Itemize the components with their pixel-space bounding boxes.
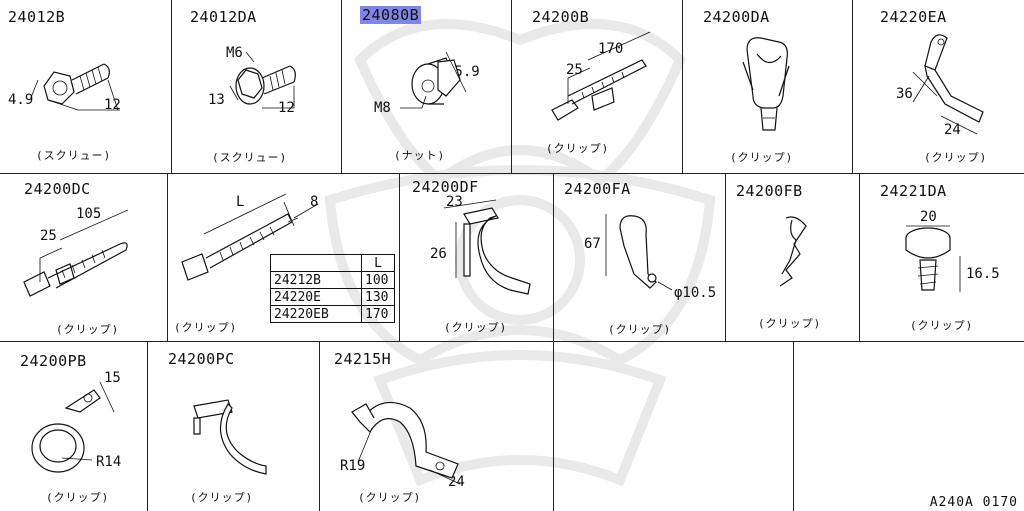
screw-drawing [29, 63, 120, 111]
tie-strap-drawing [181, 193, 319, 281]
part-cell-24221DA[interactable] [860, 174, 1024, 342]
dimension-label: L [236, 194, 245, 210]
part-caption: (クリップ) [910, 319, 974, 332]
part-cell-24200B[interactable] [512, 0, 683, 174]
band-clip-drawing [551, 31, 651, 121]
part-number: 24012DA [190, 8, 257, 26]
saddle-clamp-drawing [351, 401, 461, 485]
dimension-label: 16.5 [966, 266, 1000, 282]
pipe-clip-drawing [193, 399, 267, 475]
part-cell-24200DC[interactable] [0, 174, 168, 342]
dimension-label: 26 [430, 246, 447, 262]
part-number: 24200DA [703, 8, 770, 26]
part-number: 24200DF [412, 178, 479, 196]
holder-clip-drawing [443, 199, 531, 295]
dimension-label: 25 [566, 62, 583, 78]
part-number: 24220EA [880, 8, 947, 26]
table-cell: 130 [361, 288, 395, 306]
dimension-label: M8 [374, 100, 391, 116]
dimension-label: 25 [40, 228, 57, 244]
snap-clip-drawing [742, 37, 790, 131]
part-cell-24012DA[interactable] [172, 0, 342, 174]
part-number: 24215H [334, 350, 392, 368]
part-cell-24220EA[interactable] [853, 0, 1024, 174]
part-caption: (クリップ) [758, 317, 822, 330]
diagram-reference-code: A240A 0170 [929, 495, 1018, 510]
table-row: 24220E 130 [270, 288, 395, 306]
wire-clip-drawing [779, 216, 807, 287]
part-cell-tie-strap[interactable] [168, 174, 400, 342]
part-caption: (スクリュー) [36, 149, 112, 162]
dimension-label: 24 [944, 122, 961, 138]
part-caption: (ナット) [394, 149, 446, 162]
part-caption: (クリップ) [190, 491, 254, 504]
dimension-label: 36 [896, 86, 913, 102]
part-number: 24200B [532, 8, 590, 26]
table-cell: 24220EB [270, 305, 362, 323]
part-cell-24200PC[interactable] [148, 342, 320, 511]
part-caption: (クリップ) [924, 151, 988, 164]
part-number: 24200DC [24, 180, 91, 198]
part-caption: (クリップ) [608, 323, 672, 336]
part-cell-24200FA[interactable] [554, 174, 726, 342]
part-cell-24200DF[interactable] [400, 174, 554, 342]
part-caption: (クリップ) [444, 321, 508, 334]
dimension-label: R19 [340, 458, 366, 474]
strap-clip-drawing [23, 209, 129, 297]
dimension-label: 4.9 [8, 92, 34, 108]
part-number: 24221DA [880, 182, 947, 200]
dimension-label: M6 [226, 45, 243, 61]
part-caption: (クリップ) [546, 142, 610, 155]
part-cell-24200PB[interactable] [0, 342, 148, 511]
empty-cell [794, 342, 1024, 511]
part-caption: (クリップ) [730, 151, 794, 164]
table-header-row: L [270, 254, 395, 272]
part-cell-24215H[interactable] [320, 342, 554, 511]
part-number: 24200PB [20, 352, 87, 370]
band-clamp-drawing [31, 381, 115, 473]
part-caption: (クリップ) [174, 321, 238, 334]
table-row: 24220EB 170 [270, 305, 395, 323]
nut-drawing [400, 51, 467, 109]
table-cell: 170 [361, 305, 395, 323]
part-number: 24200FA [564, 180, 631, 198]
length-table: L 24212B 100 24220E 130 24220EB 170 [270, 254, 395, 323]
dimension-label: 13 [208, 92, 225, 108]
part-cell-24080B[interactable] [342, 0, 512, 174]
part-cell-24200DA[interactable] [683, 0, 853, 174]
part-caption: (クリップ) [56, 323, 120, 336]
bracket-drawing [912, 34, 984, 135]
dimension-label: R14 [96, 454, 122, 470]
p-clip-drawing [605, 214, 673, 291]
part-caption: (クリップ) [46, 491, 110, 504]
dimension-label: 8 [310, 194, 319, 210]
dimension-label: 67 [584, 236, 601, 252]
part-caption: (クリップ) [358, 491, 422, 504]
part-number: 24200FB [736, 182, 803, 200]
part-caption: (スクリュー) [212, 151, 288, 164]
dimension-label: 20 [920, 209, 937, 225]
dimension-label: φ10.5 [674, 285, 717, 301]
part-number-highlighted[interactable]: 24080B [360, 6, 422, 24]
dimension-label: 15 [104, 370, 121, 386]
empty-cell [554, 342, 794, 511]
dimension-label: 12 [104, 97, 121, 113]
part-cell-24012B[interactable] [0, 0, 172, 174]
dimension-label: 105 [76, 206, 102, 222]
part-cell-24200FB[interactable] [726, 174, 860, 342]
push-pin-drawing [905, 225, 961, 292]
part-number: 24200PC [168, 350, 235, 368]
washer-screw-drawing [229, 51, 296, 109]
part-number: 24012B [8, 8, 66, 26]
